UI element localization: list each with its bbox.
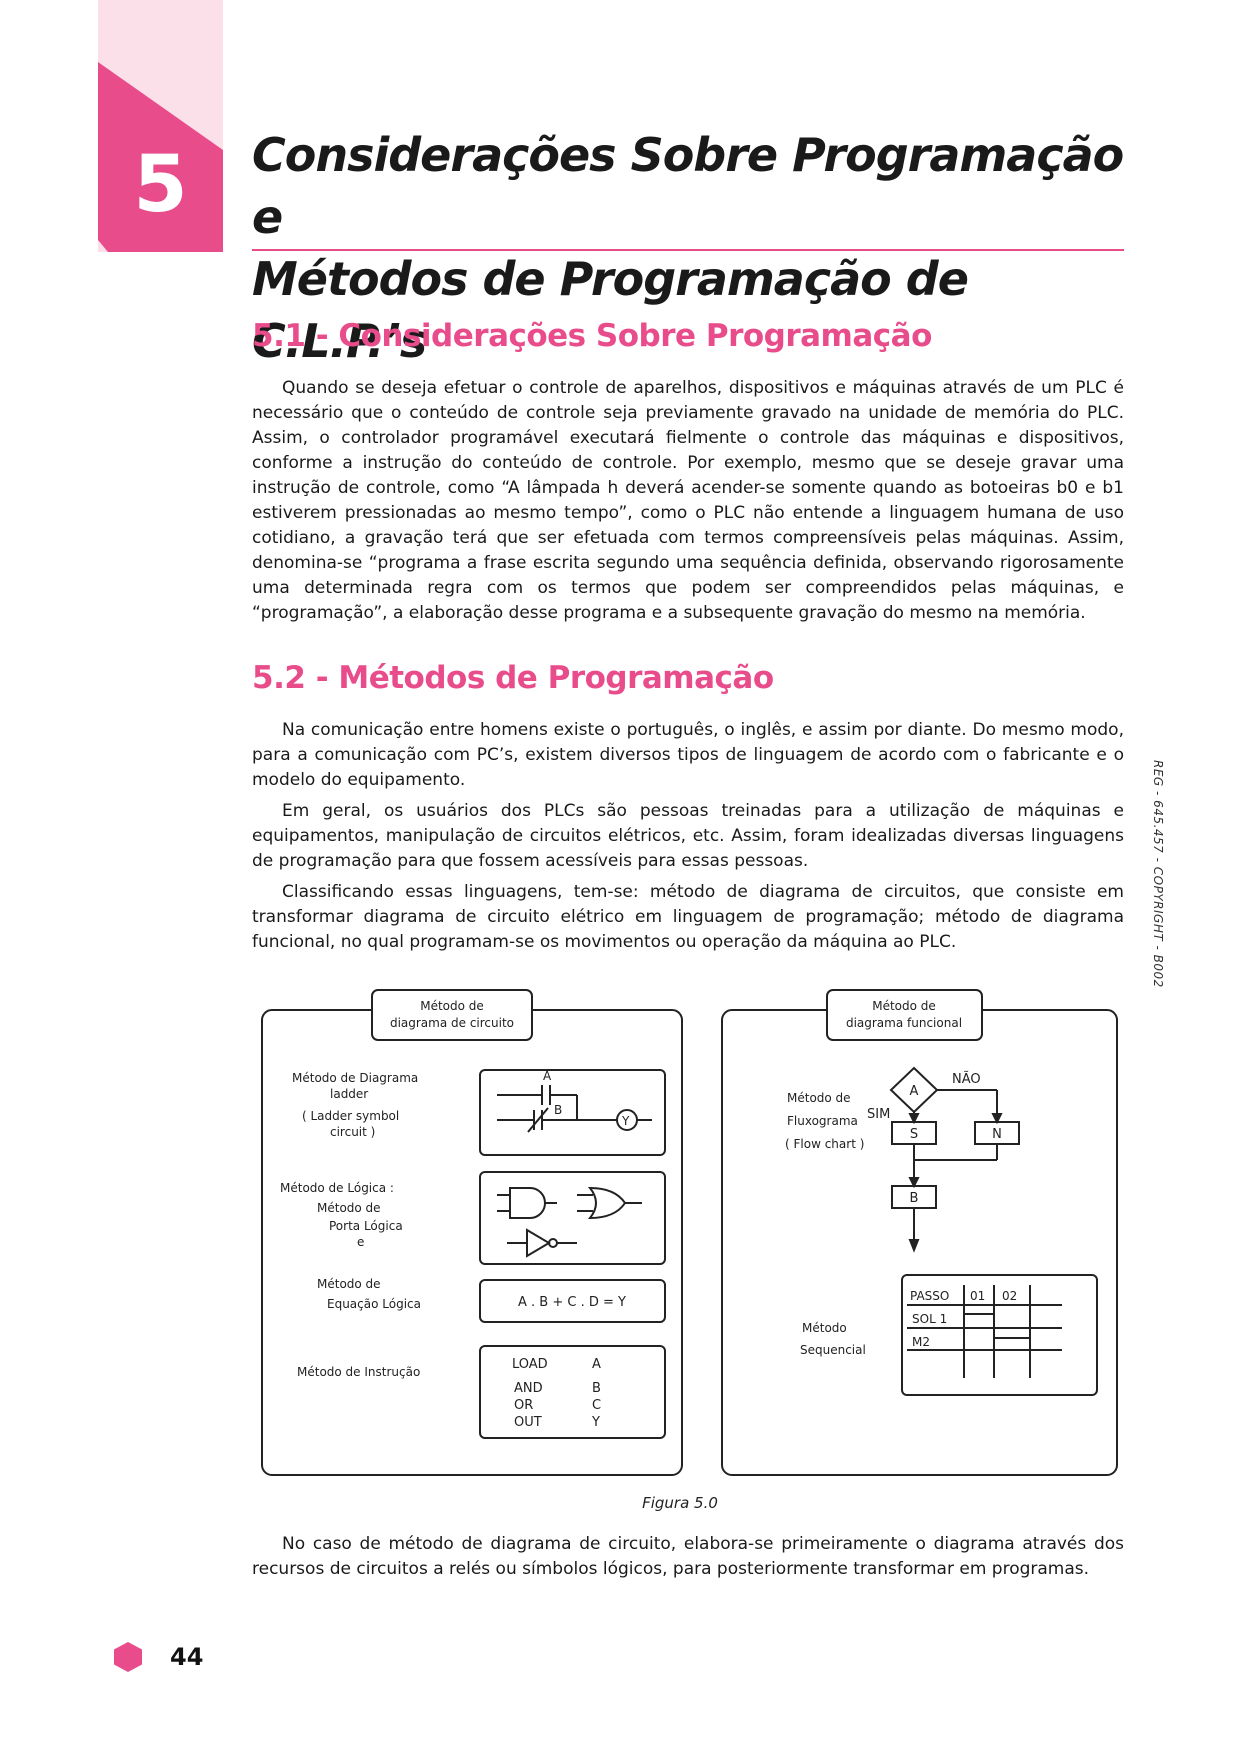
paragraph: Na comunicação entre homens existe o por… [252,720,1124,790]
paragraph: No caso de método de diagrama de circuit… [252,1534,1124,1579]
flow-label-2: Fluxograma [787,1114,858,1128]
logic-label-1: Método de Lógica : [280,1181,394,1195]
seq-row-m2: M2 [912,1335,930,1349]
equation-label-2: Equação Lógica [327,1297,421,1311]
ladder-label-4: circuit ) [330,1125,375,1139]
ladder-contact-a: A [543,1069,552,1083]
flow-decision-label: A [910,1084,919,1099]
instruction-arg-2: B [592,1381,601,1396]
ladder-label-3: ( Ladder symbol [302,1109,399,1123]
flow-n-label: N [992,1127,1002,1142]
ladder-box [479,1069,666,1156]
flow-s-label: S [910,1127,918,1142]
logic-gates-box [479,1171,666,1265]
instruction-arg-3: C [592,1398,601,1413]
equation-label-1: Método de [317,1277,381,1291]
instruction-arg-4: Y [591,1415,600,1430]
flow-no-label: NÃO [952,1071,981,1087]
title-rule [252,249,1124,251]
flow-label-3: ( Flow chart ) [785,1137,864,1151]
sequential-label-1: Método [802,1321,847,1335]
ladder-label-1: Método de Diagrama [292,1071,418,1085]
figure-programming-methods: Método de diagrama de circuito Método de… [261,989,1118,1476]
flow-label-1: Método de [787,1091,851,1105]
right-panel-frame [721,1009,1118,1476]
sequential-label-2: Sequencial [800,1343,866,1357]
left-panel-title-box [371,989,533,1041]
chapter-band [98,0,223,252]
chapter-title: Considerações Sobre Programação e Método… [252,124,1132,372]
logic-label-2: Método de [317,1201,381,1215]
page-hexagon-icon [114,1642,142,1672]
instruction-box [479,1345,666,1439]
seq-header-step: PASSO [910,1289,949,1303]
logic-label-3: Porta Lógica [329,1219,403,1233]
paragraph: Em geral, os usuários dos PLCs são pesso… [252,801,1124,871]
instruction-op-2: AND [514,1381,543,1396]
logic-label-4: e [357,1235,364,1249]
left-panel-title-line2: diagrama de circuito [390,1016,514,1030]
paragraph: Quando se deseja efetuar o controle de a… [252,378,1124,623]
page-number: 44 [170,1643,204,1671]
section-body-closing: No caso de método de diagrama de circuit… [252,1532,1124,1588]
ladder-contact-b: B [554,1103,562,1117]
figure-caption: Figura 5.0 [642,1494,718,1512]
chapter-title-line2: Métodos de Programação de C.L.P.’s [252,252,969,368]
ladder-label-2: ladder [330,1087,368,1101]
ladder-coil-y: Y [621,1114,630,1128]
chapter-title-line1: Considerações Sobre Programação e [252,128,1124,244]
copyright-text: REG - 645.457 - COPYRIGHT - B002 [1151,760,1165,988]
copyright-side-note: REG - 645.457 - COPYRIGHT - B002 [1151,760,1185,1000]
section-heading-5-2: 5.2 - Métodos de Programação [252,660,774,696]
sequential-box [901,1274,1098,1396]
right-panel-title-line1: Método de [872,999,936,1013]
left-panel-title-line1: Método de [420,999,484,1013]
right-panel-title-box [826,989,983,1041]
instruction-op-1: LOAD [512,1357,548,1372]
instruction-op-4: OUT [514,1415,542,1430]
instruction-op-3: OR [514,1398,533,1413]
chapter-number: 5 [133,140,188,230]
section-heading-5-1: 5.1 - Considerações Sobre Programação [252,318,932,354]
seq-header-02: 02 [1002,1289,1017,1303]
seq-header-01: 01 [970,1289,985,1303]
equation-box [479,1279,666,1323]
flow-yes-label: SIM [867,1107,890,1122]
instruction-arg-1: A [592,1357,601,1372]
section-body-5-2: Na comunicação entre homens existe o por… [252,718,1124,961]
paragraph: Classificando essas linguagens, tem-se: … [252,882,1124,952]
flow-b-label: B [910,1191,919,1206]
equation-text: A . B + C . D = Y [518,1295,626,1310]
instruction-label: Método de Instrução [297,1365,420,1379]
right-panel-title-line2: diagrama funcional [846,1016,962,1030]
section-body-5-1: Quando se deseja efetuar o controle de a… [252,376,1124,632]
seq-row-sol1: SOL 1 [912,1312,947,1326]
